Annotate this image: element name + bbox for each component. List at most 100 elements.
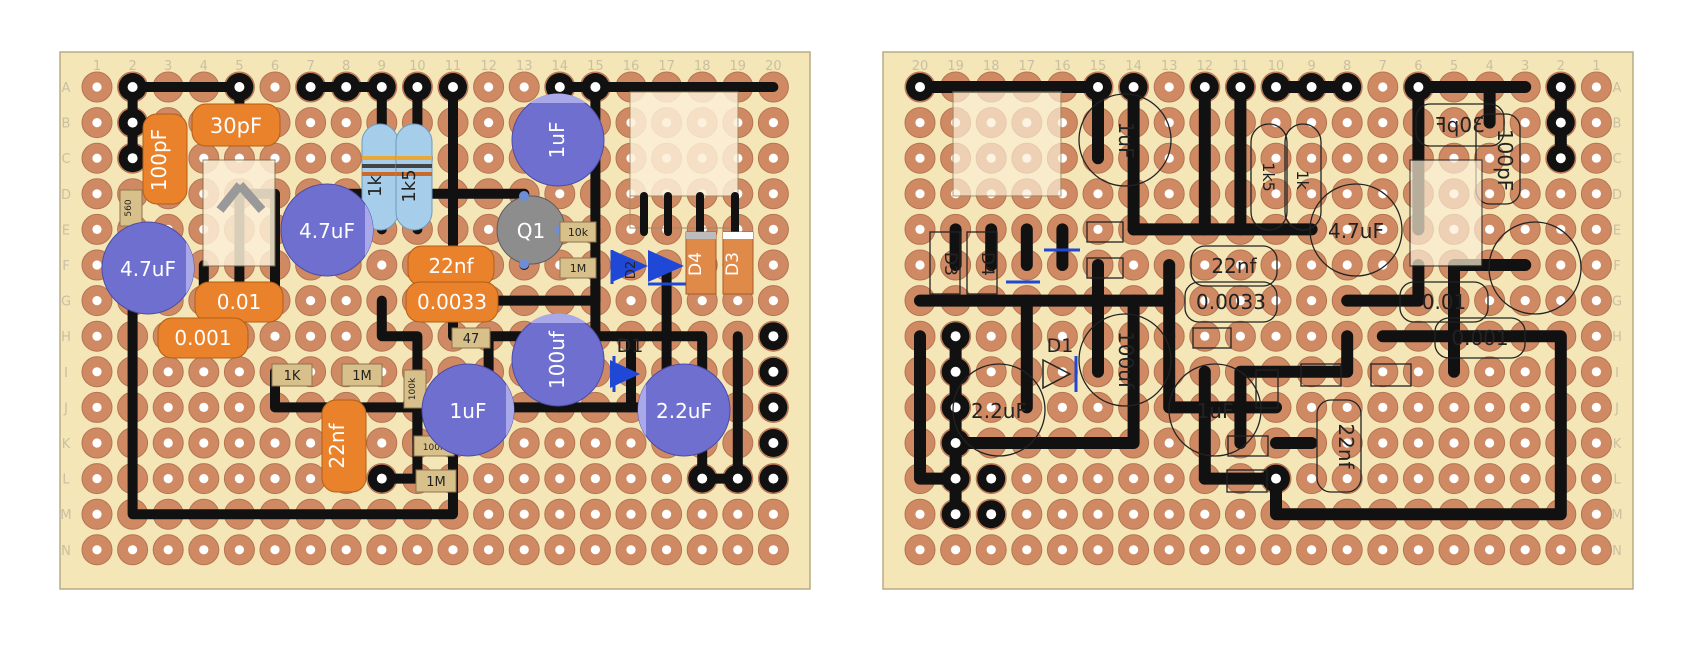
wire-node-hole — [1093, 82, 1103, 92]
pad-hole — [1129, 545, 1139, 555]
pad-hole — [234, 438, 244, 448]
pad-hole — [1057, 402, 1067, 412]
capacitor-1uf-top: 1uF — [511, 93, 605, 187]
pad-hole — [412, 545, 422, 555]
resistor-1m-b: 1M — [341, 363, 383, 387]
pad-hole — [1271, 260, 1281, 270]
pad-hole — [1378, 118, 1388, 128]
pad-hole — [92, 296, 102, 306]
pad-hole — [234, 402, 244, 412]
pad-hole — [1022, 509, 1032, 519]
diode-d3: D3 — [722, 231, 754, 295]
pad-hole — [1413, 367, 1423, 377]
wire-node-hole — [127, 82, 138, 92]
pad-hole — [1556, 260, 1566, 270]
pad-hole — [590, 545, 601, 555]
resistor-10k-label: 10k — [568, 226, 589, 239]
wire-node-hole — [305, 82, 316, 92]
pad-hole — [519, 438, 529, 448]
column-label: 6 — [1414, 59, 1422, 74]
wire-node-hole — [950, 509, 961, 520]
capacitor-100pf: 100pF — [142, 113, 188, 205]
column-label: 16 — [1054, 59, 1071, 74]
pad-hole — [1378, 153, 1388, 163]
pad-hole — [662, 474, 672, 484]
pad-hole — [1307, 545, 1317, 555]
mirror-2.2uf-label: 2.2uF — [971, 399, 1027, 423]
wire-node-hole — [554, 82, 565, 92]
column-label: 15 — [587, 59, 604, 74]
resistor-100k-a-label: 100k — [408, 377, 418, 400]
pad-hole — [92, 260, 102, 270]
column-label: 17 — [1019, 59, 1036, 74]
capacitor-4.7uf-right: 4.7uF — [280, 183, 374, 277]
pad-hole — [92, 153, 102, 163]
pad-hole — [768, 260, 779, 270]
pad-hole — [1591, 474, 1601, 484]
pad-hole — [626, 509, 636, 519]
row-label: E — [62, 223, 70, 238]
pad-hole — [1200, 509, 1210, 519]
pad-hole — [1591, 509, 1601, 519]
pad-hole — [199, 367, 209, 377]
pad-hole — [199, 545, 209, 555]
resistor-1k5: 1k5 — [395, 123, 433, 231]
wire-node-hole — [1271, 82, 1281, 92]
row-label: M — [60, 508, 71, 523]
pad-hole — [1342, 402, 1352, 412]
pad-hole — [1449, 402, 1459, 412]
column-label: 14 — [552, 59, 569, 74]
pad-hole — [92, 367, 102, 377]
pad-hole — [1057, 509, 1067, 519]
pad-hole — [986, 402, 996, 412]
mirror-1k5-label: 1k5 — [1259, 162, 1278, 192]
pad-hole — [1057, 545, 1067, 555]
row-label: L — [1613, 473, 1621, 488]
column-label: 8 — [342, 59, 350, 74]
row-label: G — [61, 295, 71, 310]
capacitor-0.0033: 0.0033 — [405, 281, 499, 323]
pad-hole — [1485, 153, 1495, 163]
pad-hole — [1200, 296, 1210, 306]
pad-hole — [697, 296, 707, 306]
row-label: H — [61, 330, 71, 345]
wire-node-hole — [412, 82, 423, 92]
pad-hole — [768, 153, 779, 163]
wire-node-hole — [1199, 82, 1210, 92]
mirror-100pf-label: 100pF — [1493, 129, 1517, 191]
pad-hole — [555, 438, 565, 448]
resistor-1k5-label: 1k5 — [399, 169, 420, 202]
resistor-10k: 10k — [559, 221, 597, 243]
column-label: 9 — [378, 59, 386, 74]
mirror-100uf-label: 100uf — [1114, 331, 1138, 390]
pad-hole — [1093, 224, 1103, 234]
pad-hole — [1485, 438, 1495, 448]
diode-d1-label: D1 — [617, 335, 644, 357]
resistor-560-label: 560 — [124, 199, 134, 216]
pad-hole — [1164, 82, 1174, 92]
wire-node-hole — [732, 473, 743, 484]
pad-hole — [768, 296, 779, 306]
pad-hole — [1342, 474, 1352, 484]
pad-hole — [1164, 509, 1174, 519]
pad-hole — [1591, 224, 1601, 234]
row-label: F — [1613, 259, 1620, 274]
pad-hole — [448, 545, 458, 555]
pad-hole — [915, 545, 925, 555]
pad-hole — [915, 189, 925, 199]
pad-hole — [484, 224, 494, 234]
pad-hole — [306, 545, 316, 555]
mirror-0.001-label: 0.001 — [1451, 326, 1508, 350]
pad-hole — [1235, 260, 1245, 270]
resistor-1k-label: 1k — [365, 174, 386, 196]
trace — [1341, 259, 1425, 307]
pad-grid — [904, 71, 1612, 566]
column-label: 4 — [200, 59, 208, 74]
pad-hole — [199, 402, 209, 412]
pad-hole — [626, 224, 636, 234]
pad-hole — [1022, 474, 1032, 484]
pad-hole — [270, 438, 280, 448]
pad-hole — [92, 438, 102, 448]
row-label: D — [1612, 188, 1622, 203]
